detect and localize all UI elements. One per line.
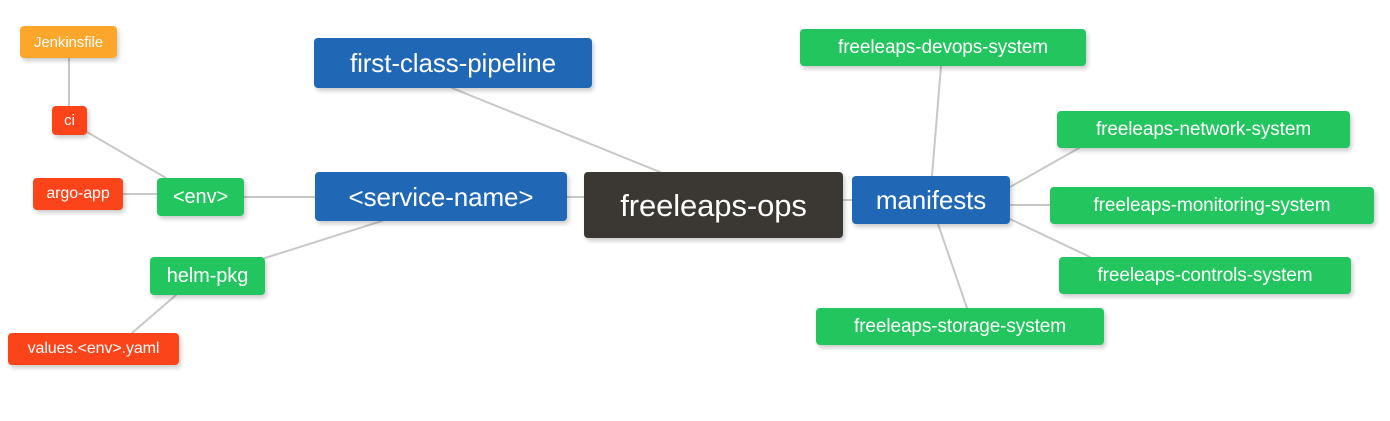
mindmap-node-label-freeleaps-network-system: freeleaps-network-system xyxy=(1095,119,1312,140)
mindmap-node-label-values-env-yaml: values.<env>.yaml xyxy=(27,340,160,357)
mindmap-link-ci-to-env xyxy=(86,131,167,179)
mindmap-node-freeleaps-monitoring-system[interactable]: freeleaps-monitoring-system xyxy=(1050,187,1374,224)
mindmap-node-label-freeleaps-devops-system: freeleaps-devops-system xyxy=(838,37,1048,58)
mindmap-node-helm-pkg[interactable]: helm-pkg xyxy=(150,257,265,295)
mindmap-link-manifests-to-freeleaps-storage-system xyxy=(937,223,968,309)
mindmap-node-freeleaps-controls-system[interactable]: freeleaps-controls-system xyxy=(1059,257,1351,294)
mindmap-link-first-class-pipeline-to-freeleaps-ops xyxy=(451,87,661,173)
mindmap-link-freeleaps-devops-system-to-manifests xyxy=(931,65,942,177)
mindmap-node-label-freeleaps-monitoring-system: freeleaps-monitoring-system xyxy=(1093,195,1331,216)
mindmap-link-manifests-to-freeleaps-controls-system xyxy=(1009,218,1091,258)
mindmap-node-argo-app[interactable]: argo-app xyxy=(33,178,123,210)
mindmap-node-service-name[interactable]: <service-name> xyxy=(315,172,567,221)
mindmap-node-freeleaps-network-system[interactable]: freeleaps-network-system xyxy=(1057,111,1350,148)
mindmap-node-label-service-name: <service-name> xyxy=(348,181,534,212)
mindmap-link-helm-pkg-to-service-name xyxy=(264,220,383,259)
mindmap-node-freeleaps-storage-system[interactable]: freeleaps-storage-system xyxy=(816,308,1104,345)
mindmap-node-env[interactable]: <env> xyxy=(157,178,244,216)
mindmap-node-label-manifests: manifests xyxy=(875,185,987,215)
mindmap-node-manifests[interactable]: manifests xyxy=(852,176,1010,224)
mindmap-node-label-argo-app: argo-app xyxy=(46,185,110,202)
mindmap-node-values-env-yaml[interactable]: values.<env>.yaml xyxy=(8,333,179,365)
mindmap-node-first-class-pipeline[interactable]: first-class-pipeline xyxy=(314,38,592,88)
mindmap-node-label-helm-pkg: helm-pkg xyxy=(166,265,249,287)
mindmap-node-label-freeleaps-ops: freeleaps-ops xyxy=(620,187,807,223)
mindmap-node-freeleaps-devops-system[interactable]: freeleaps-devops-system xyxy=(800,29,1086,66)
mindmap-node-label-freeleaps-controls-system: freeleaps-controls-system xyxy=(1097,265,1313,286)
mindmap-link-manifests-to-freeleaps-network-system xyxy=(1009,147,1080,188)
mindmap-node-label-ci: ci xyxy=(64,112,75,129)
mindmap-node-freeleaps-ops[interactable]: freeleaps-ops xyxy=(584,172,843,238)
mindmap-node-label-first-class-pipeline: first-class-pipeline xyxy=(349,48,557,78)
mindmap-node-label-jenkinsfile: Jenkinsfile xyxy=(34,33,103,51)
mindmap-link-values-env-yaml-to-helm-pkg xyxy=(131,294,177,334)
mindmap-node-label-freeleaps-storage-system: freeleaps-storage-system xyxy=(854,316,1066,337)
mindmap-node-ci[interactable]: ci xyxy=(52,106,87,135)
mindmap-node-jenkinsfile[interactable]: Jenkinsfile xyxy=(20,26,117,58)
mindmap-node-label-env: <env> xyxy=(172,186,229,208)
